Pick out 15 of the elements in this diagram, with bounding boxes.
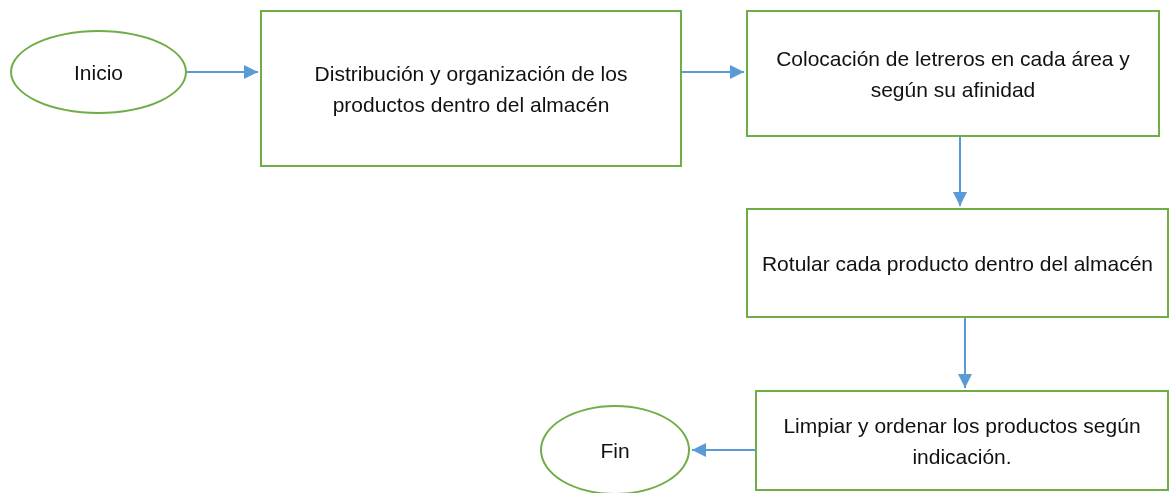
arrow	[691, 443, 756, 457]
node-text: Distribución y organización de los productos dentro del almacén	[313, 60, 629, 118]
arrow	[681, 65, 745, 79]
process-box	[746, 208, 1169, 318]
process-box	[746, 10, 1160, 137]
node-text: Colocación de letreros en cada área y según su afinidad	[775, 45, 1131, 103]
arrow	[953, 136, 967, 207]
process-box	[755, 390, 1169, 491]
process-box	[260, 10, 682, 167]
node-text: Limpiar y ordenar los productos según indicación.	[782, 412, 1142, 470]
node-text: Inicio	[74, 59, 123, 86]
node-text: Fin	[600, 437, 630, 464]
arrow	[958, 317, 972, 389]
arrow	[186, 65, 259, 79]
node-text: Rotular cada producto dentro del almacén	[761, 250, 1154, 277]
